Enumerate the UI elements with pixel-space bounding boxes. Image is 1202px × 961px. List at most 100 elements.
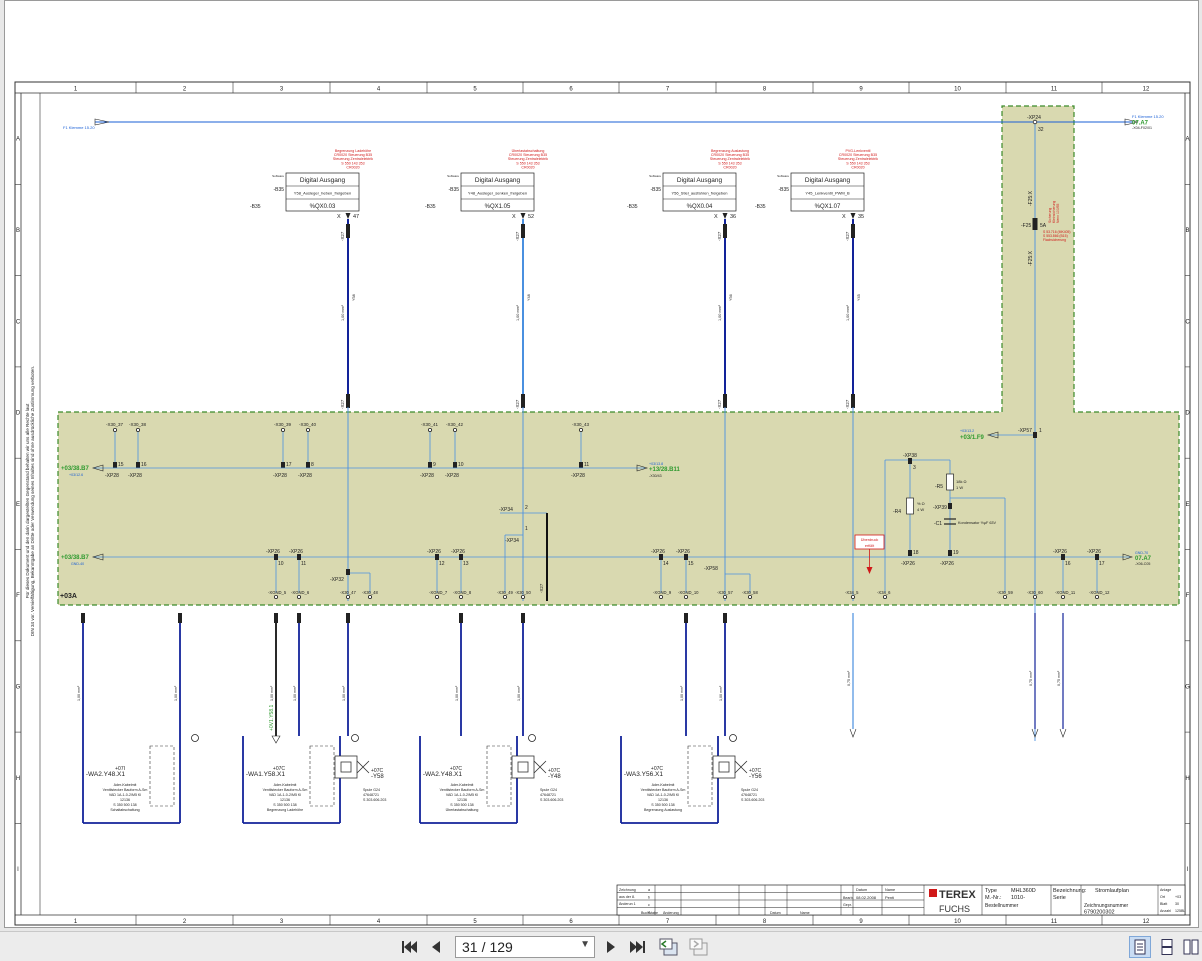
output-address: %QX0.04 <box>687 204 713 210</box>
r4-value: % Ω <box>917 501 925 506</box>
xref-left-2-sub: GND-40 <box>71 562 84 566</box>
terex-logo-mark <box>929 889 937 897</box>
bus-arrow-marker <box>1122 553 1133 561</box>
xp28-pin-number: 8 <box>311 462 314 468</box>
previous-page-icon <box>432 941 440 953</box>
previous-page-button[interactable] <box>425 936 447 958</box>
xp28-label: -XP28 <box>445 473 459 479</box>
harness-section-label: 1,00 mm² <box>342 685 346 701</box>
resistor-r4 <box>906 497 914 515</box>
brand-terex: TEREX <box>939 889 976 901</box>
valve-description: 12136 <box>120 798 130 802</box>
coil-spec: 47648721 <box>363 793 379 797</box>
forward-view-button[interactable] <box>688 936 710 958</box>
fuse-f25-note: S 553.866 (B15) <box>1043 234 1068 238</box>
first-page-button[interactable] <box>398 936 420 958</box>
xref-mid-sub: -X30/43 <box>649 474 662 478</box>
bottom-terminal-label: -XGND_7 <box>429 590 448 595</box>
valve-description: Begrenzung Ladehöhe <box>267 808 303 812</box>
title-datum-label: Datum <box>856 888 867 892</box>
connector-label: -X27 <box>845 231 850 241</box>
output-module-id: -B35 <box>778 187 789 193</box>
coil-name: -Y56 <box>749 774 762 780</box>
xp26-label: -XP26 <box>427 549 441 555</box>
valve-description: S 350 500 138 <box>273 803 296 807</box>
column-label-bottom: 11 <box>1051 919 1058 925</box>
valve-plug-outline <box>309 745 335 807</box>
solenoid-valve-symbol <box>356 760 370 774</box>
xp57-label: -XP57 <box>1018 428 1032 434</box>
output-signal-name: Y58_Ausleger_heben_freigeben <box>294 191 351 196</box>
next-page-icon <box>607 941 615 953</box>
connector-label: -X27 <box>515 399 520 409</box>
connector-label: -X27 <box>515 231 520 241</box>
dropdown-caret-icon: ▼ <box>580 939 590 950</box>
back-view-button[interactable] <box>658 936 680 958</box>
harness-end-marker <box>1031 728 1039 738</box>
continuous-page-icon <box>1161 939 1173 955</box>
xp57-pin: 1 <box>1039 428 1042 434</box>
valve-earth-symbol <box>528 734 536 742</box>
bottom-terminal <box>521 595 526 600</box>
wire-ferrule <box>346 394 350 408</box>
title-zeich-label: Zeichnungsnummer <box>1084 903 1129 909</box>
harness-section-label: 1,00 mm² <box>719 685 723 701</box>
harness-section-label: 1,00 mm² <box>77 685 81 701</box>
valve-description: Ventilstecker Bauform A-Sm <box>103 788 148 792</box>
bottom-terminal-label: -X30_49 <box>497 590 514 595</box>
row-label-right: A <box>1185 137 1189 143</box>
valve-description: 12136 <box>658 798 668 802</box>
output-type: Digital Ausgang <box>805 177 851 184</box>
bottom-terminal-label: -XGND_10 <box>678 590 699 595</box>
continuous-view-button[interactable] <box>1156 936 1178 958</box>
title-row-letter: a <box>648 888 650 892</box>
xp26-c-pin-number: 18 <box>913 550 919 556</box>
xp28-label: -XP28 <box>298 473 312 479</box>
valve-tag: +07C <box>651 766 663 772</box>
xref-right-out-top: GND-70 <box>1135 551 1148 555</box>
xp26-pin-number: 10 <box>278 561 284 567</box>
wire-ferrule <box>723 224 727 238</box>
bottom-terminal <box>367 595 372 600</box>
title-mnr-value: 1010- <box>1011 895 1025 901</box>
xp28-pin-marker <box>113 462 117 468</box>
page-number-select[interactable]: 31 / 129 ▼ <box>455 936 595 958</box>
xp28-pin-marker <box>136 462 140 468</box>
output-note: CR0020 Steuerung B35 <box>509 153 547 157</box>
bottom-terminal-label: -XGND_5 <box>268 590 287 595</box>
output-note: S 550 143 353 <box>516 161 539 165</box>
xp26-pin-number: 16 <box>1065 561 1071 567</box>
forward-view-icon <box>689 938 708 956</box>
harness-section-label: 1,00 mm² <box>680 685 684 701</box>
title-anzahl-value: 125BL <box>1175 909 1185 913</box>
column-label-top: 9 <box>859 87 863 93</box>
output-note: Begrenzung Auslastung <box>711 149 749 153</box>
facing-view-button[interactable] <box>1180 936 1202 958</box>
title-bearb-label: Bearb. <box>843 896 854 900</box>
xref-left-1: +03/38.B7 <box>61 466 90 472</box>
title-row-letter: c <box>648 903 650 907</box>
single-page-view-button[interactable] <box>1129 936 1151 958</box>
next-page-button[interactable] <box>600 936 622 958</box>
row-label-left: E <box>16 502 20 508</box>
title-bez-label: Bezeichnung: <box>1053 888 1087 894</box>
harness-ferrule <box>178 613 182 623</box>
last-page-button[interactable] <box>627 936 649 958</box>
column-label-top: 1 <box>74 87 78 93</box>
output-note: PVG-Lenkventil <box>846 149 871 153</box>
output-note: CR0020 Steuerung B35 <box>839 153 877 157</box>
xp34-pin-2: 2 <box>525 505 528 511</box>
column-label-top: 11 <box>1051 87 1058 93</box>
bottom-terminal-label: -XGND_12 <box>1089 590 1110 595</box>
solenoid-coil-box <box>511 755 535 779</box>
bottom-terminal <box>1003 595 1008 600</box>
x30-top-terminal-label: -X30_42 <box>446 422 464 427</box>
bottom-terminal <box>273 595 278 600</box>
valve-description: VAD 1A-1-0-2/M5 Kl <box>109 793 141 797</box>
valve-description: Ader-Kabelmit <box>451 783 474 787</box>
xp58-label: -XP58 <box>704 566 718 572</box>
xp28-pin-marker <box>306 462 310 468</box>
title-col-header: Datum <box>770 911 781 915</box>
valve-description: VAD 1A-1-0-2/M5 Kl <box>647 793 679 797</box>
